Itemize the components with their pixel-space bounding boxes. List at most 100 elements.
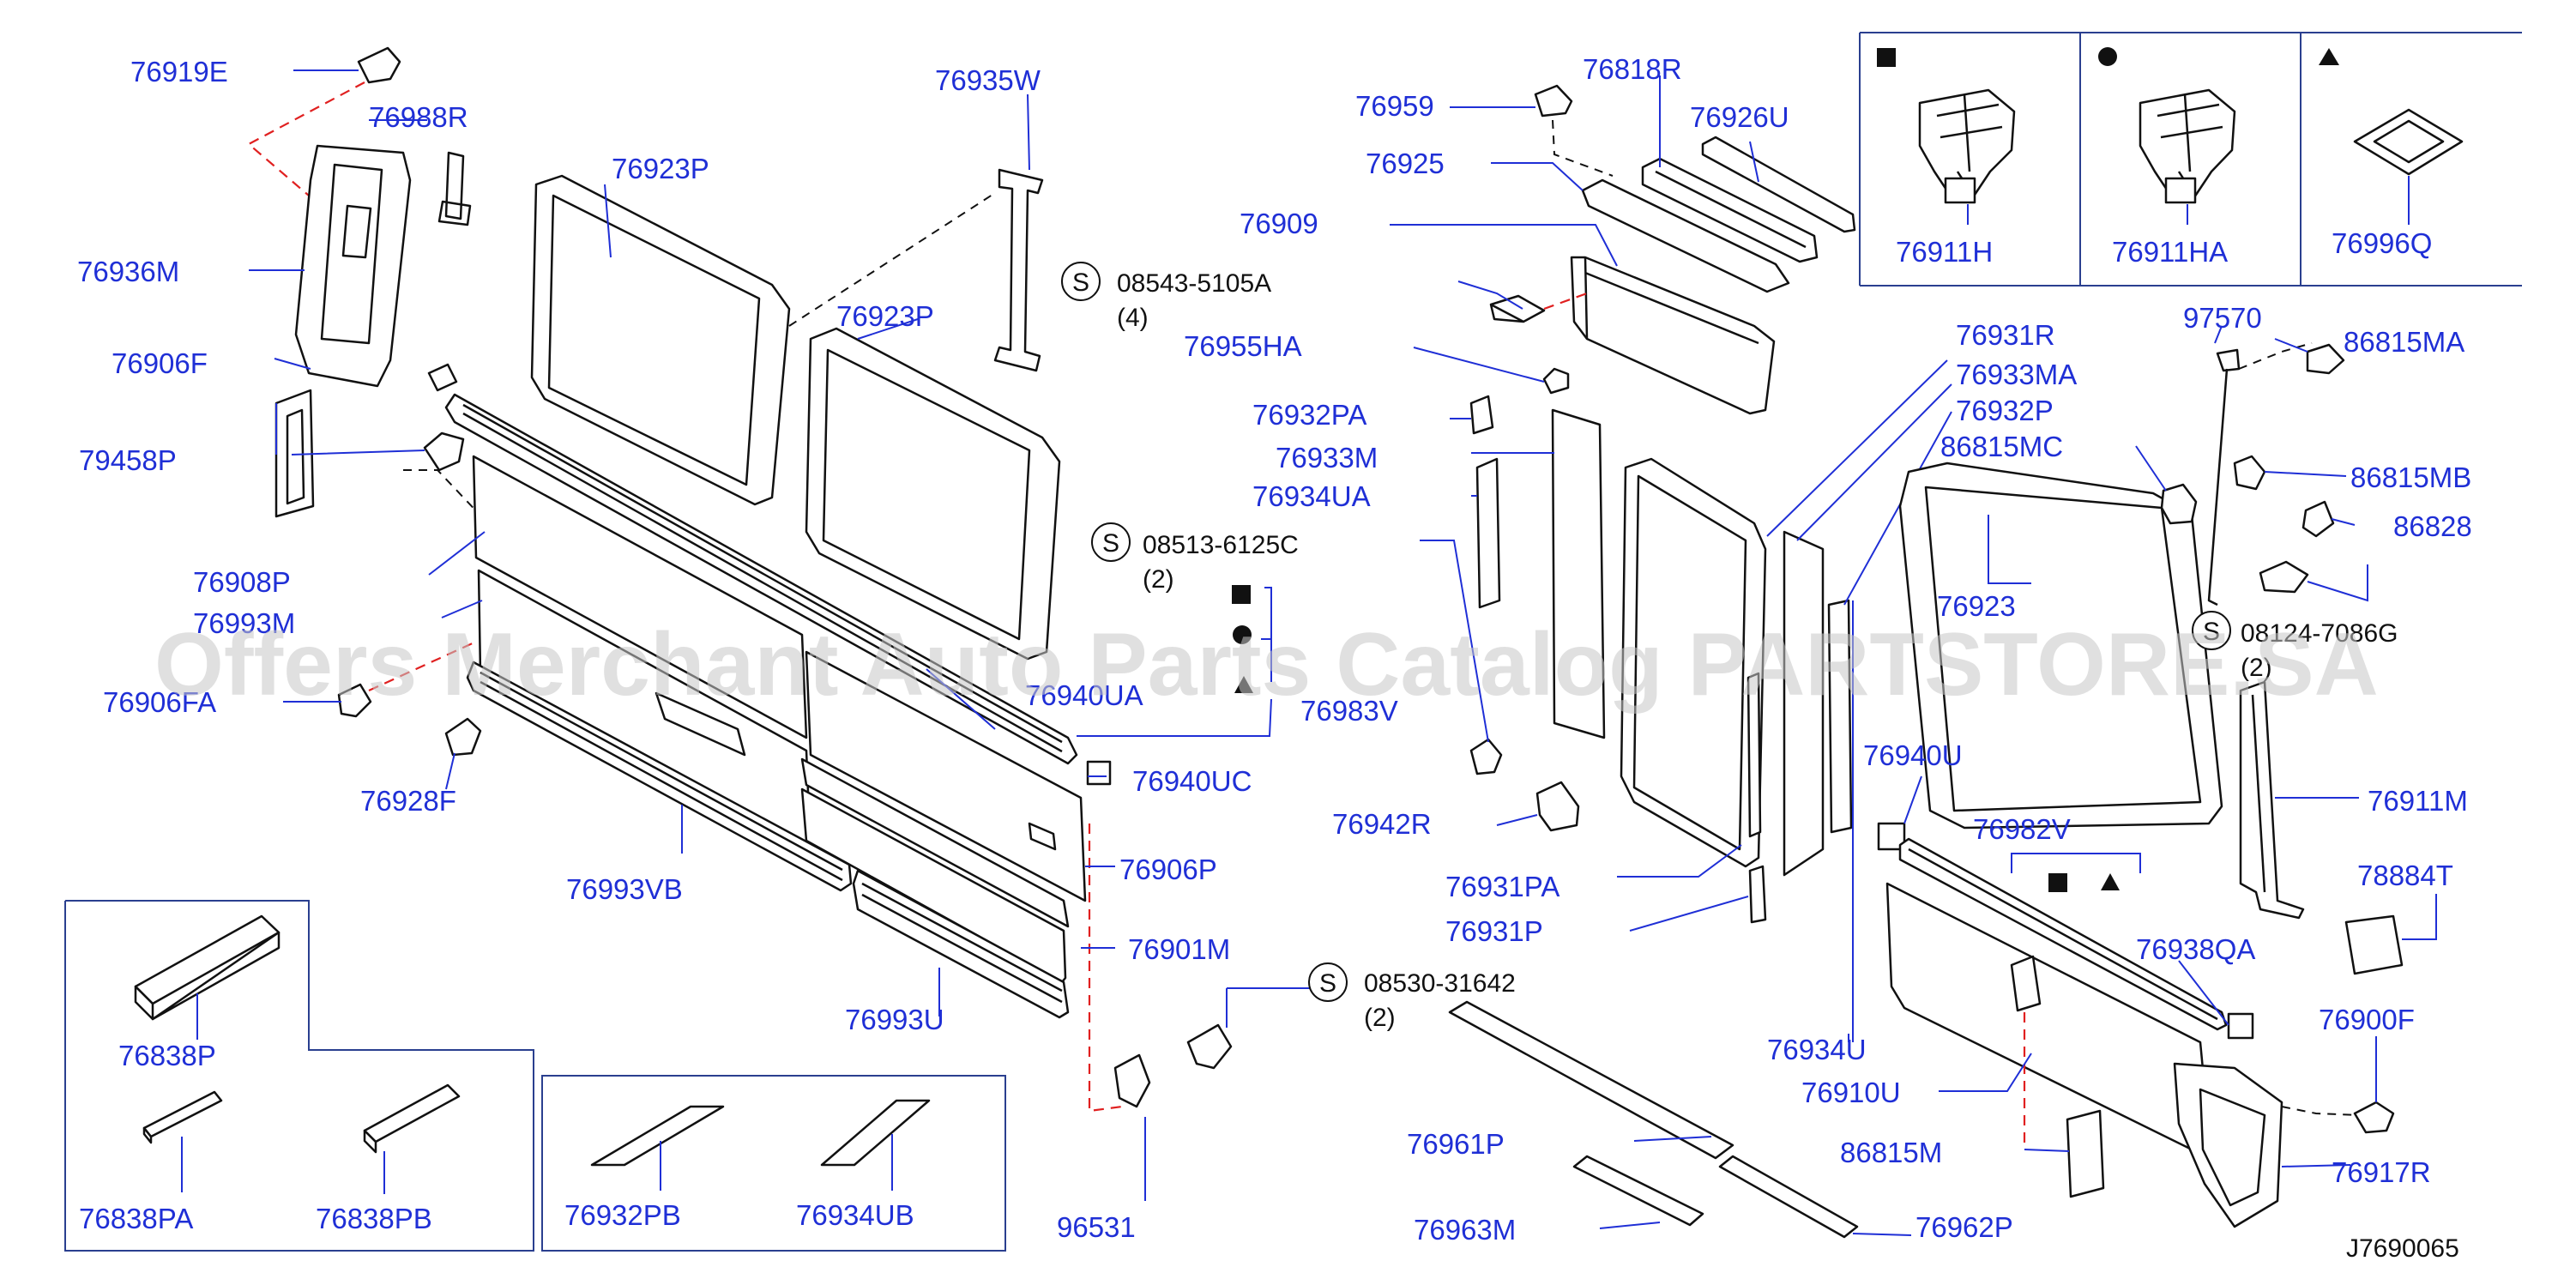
label-76963m[interactable]: 76963M — [1414, 1214, 1516, 1246]
label-76942r[interactable]: 76942R — [1332, 808, 1432, 840]
label-86828[interactable]: 86828 — [2393, 510, 2472, 542]
label-76940ua[interactable]: 76940UA — [1025, 679, 1143, 711]
panel-76933m — [1551, 408, 1606, 739]
screw-76942r — [1469, 738, 1503, 775]
standard-part-qty: (4) — [1117, 304, 1149, 332]
standard-part-icon — [1091, 522, 1131, 562]
trim-76926u — [1701, 136, 1856, 233]
clip-76942r — [1535, 781, 1580, 832]
standard-part-08513-6125c[interactable]: 08513-6125C — [1143, 531, 1299, 559]
label-79458p[interactable]: 79458P — [79, 444, 177, 476]
label-86815mc[interactable]: 86815MC — [1940, 431, 2063, 462]
label-76933ma[interactable]: 76933MA — [1956, 359, 2077, 390]
label-76932p[interactable]: 76932P — [1956, 395, 2054, 426]
label-76838pb[interactable]: 76838PB — [316, 1203, 432, 1234]
label-76936m[interactable]: 76936M — [77, 256, 179, 287]
standard-part-08543-5105a[interactable]: 08543-5105A — [1117, 269, 1271, 298]
label-76911ha[interactable]: 76911HA — [2112, 236, 2228, 268]
label-96531[interactable]: 96531 — [1057, 1211, 1136, 1243]
knob-86815mc — [2160, 483, 2198, 525]
label-97570[interactable]: 97570 — [2183, 302, 2262, 334]
label-76961p[interactable]: 76961P — [1407, 1128, 1505, 1160]
label-76900f[interactable]: 76900F — [2319, 1004, 2415, 1035]
label-76906fa[interactable]: 76906FA — [103, 686, 216, 718]
label-76901m[interactable]: 76901M — [1128, 933, 1230, 965]
pad-76996q-drawing — [2353, 108, 2464, 176]
label-76917r[interactable]: 76917R — [2332, 1156, 2431, 1188]
clip-76959 — [1534, 84, 1573, 118]
label-86815m[interactable]: 86815M — [1840, 1137, 1942, 1168]
label-76988r[interactable]: 76988R — [369, 101, 468, 133]
label-76940u[interactable]: 76940U — [1863, 739, 1963, 771]
rivet-76906fa — [337, 683, 372, 718]
strip-76961p — [1448, 1000, 1734, 1160]
bracket-97570 — [2216, 348, 2241, 372]
label-76959[interactable]: 76959 — [1355, 90, 1434, 122]
label-76933m[interactable]: 76933M — [1276, 442, 1378, 474]
label-76925[interactable]: 76925 — [1366, 148, 1445, 179]
glass-76923p-b — [805, 327, 1061, 661]
label-86815ma[interactable]: 86815MA — [2344, 326, 2464, 358]
label-76923[interactable]: 76923 — [1937, 590, 2016, 622]
standard-part-08124-7086g[interactable]: 08124-7086G — [2241, 619, 2398, 648]
label-76993vb[interactable]: 76993VB — [566, 873, 683, 905]
standard-s-glyph: S — [2203, 618, 2220, 646]
label-76928f[interactable]: 76928F — [360, 785, 456, 817]
label-76940uc[interactable]: 76940UC — [1132, 765, 1252, 797]
label-76983v[interactable]: 76983V — [1300, 695, 1398, 727]
label-76923p-b[interactable]: 76923P — [836, 300, 934, 332]
label-76934u[interactable]: 76934U — [1767, 1034, 1867, 1065]
label-76932pa[interactable]: 76932PA — [1252, 399, 1366, 431]
label-76934ua[interactable]: 76934UA — [1252, 480, 1371, 512]
label-76818r[interactable]: 76818R — [1583, 53, 1682, 85]
label-76910u[interactable]: 76910U — [1801, 1077, 1901, 1108]
strip-76935w — [993, 168, 1044, 372]
diagram-code: J7690065 — [2346, 1234, 2459, 1263]
clip-76906f — [423, 431, 465, 472]
label-76935w[interactable]: 76935W — [935, 64, 1041, 96]
label-76931r[interactable]: 76931R — [1956, 319, 2055, 351]
label-76932pb[interactable]: 76932PB — [564, 1199, 681, 1231]
label-76838p[interactable]: 76838P — [118, 1040, 216, 1071]
label-76909[interactable]: 76909 — [1240, 208, 1318, 239]
label-76934ub[interactable]: 76934UB — [796, 1199, 914, 1231]
clip-76911ha-drawing — [2139, 88, 2236, 204]
label-76993u[interactable]: 76993U — [845, 1004, 944, 1035]
label-76931pa[interactable]: 76931PA — [1445, 871, 1559, 902]
label-86815mb[interactable]: 86815MB — [2350, 462, 2471, 493]
clip-76932pa — [1469, 395, 1494, 435]
label-76906f[interactable]: 76906F — [112, 347, 208, 379]
label-76838pa[interactable]: 76838PA — [79, 1203, 193, 1234]
label-76911h[interactable]: 76911H — [1896, 236, 1993, 268]
clip-86815ma — [2306, 343, 2345, 375]
label-76962p[interactable]: 76962P — [1915, 1211, 2013, 1243]
standard-part-08530-31642[interactable]: 08530-31642 — [1364, 969, 1516, 998]
standard-part-qty: (2) — [1143, 565, 1174, 594]
standard-part-icon — [1308, 962, 1348, 1002]
glass-76923p-a — [530, 174, 791, 506]
label-76931p[interactable]: 76931P — [1445, 915, 1543, 947]
label-76906p[interactable]: 76906P — [1119, 854, 1217, 885]
part-labels: 76919E 76988R 76936M 76906F 79458P 76923… — [77, 53, 2472, 1246]
label-76926u[interactable]: 76926U — [1690, 101, 1789, 133]
label-76919e[interactable]: 76919E — [130, 56, 228, 87]
clip-96531 — [1113, 1053, 1151, 1108]
plate-76906p — [800, 757, 1070, 984]
bracket-76988r — [437, 151, 472, 226]
standard-part-icon — [2192, 611, 2231, 650]
label-76955ha[interactable]: 76955HA — [1184, 330, 1302, 362]
label-76993m[interactable]: 76993M — [193, 607, 295, 639]
bar-76932p — [1827, 599, 1853, 834]
square-symbol-icon — [1232, 585, 1251, 604]
screw-08124 — [2259, 560, 2309, 594]
label-76923p-a[interactable]: 76923P — [612, 153, 709, 184]
label-76996q[interactable]: 76996Q — [2332, 227, 2432, 259]
panel-76908p — [472, 455, 808, 739]
label-78884t[interactable]: 78884T — [2357, 860, 2453, 891]
label-76938qa[interactable]: 76938QA — [2136, 933, 2255, 965]
label-76982v[interactable]: 76982V — [1973, 813, 2071, 845]
label-76908p[interactable]: 76908P — [193, 566, 291, 598]
label-76911m[interactable]: 76911M — [2368, 785, 2468, 817]
pad-small — [427, 363, 458, 392]
